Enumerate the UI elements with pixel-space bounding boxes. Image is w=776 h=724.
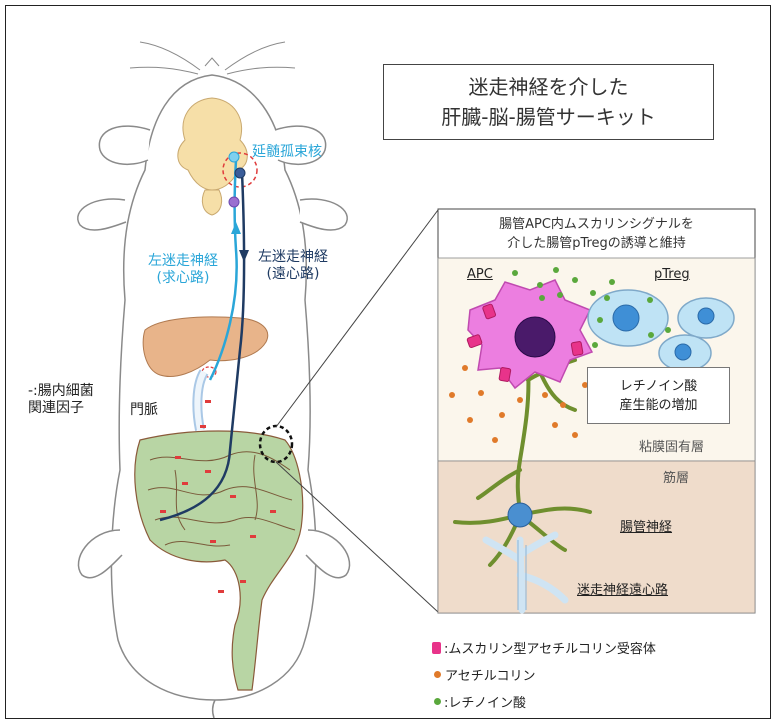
receptor-icon bbox=[432, 642, 441, 654]
apc-label: APC bbox=[467, 266, 493, 283]
title-line1: 迷走神経を介した bbox=[469, 72, 629, 102]
afferent-label: 左迷走神経 (求心路) bbox=[148, 253, 218, 287]
retinoic-line1: レチノイン酸 bbox=[620, 377, 698, 396]
retinoic-acid-dot-icon bbox=[434, 698, 441, 705]
enteric-nerve-label: 腸管神経 bbox=[620, 519, 672, 536]
muscle-layer-label: 筋層 bbox=[663, 470, 689, 487]
whiskers bbox=[130, 42, 295, 74]
panel-title-line2: 介した腸管pTregの誘導と維持 bbox=[507, 234, 686, 253]
nucleus-label: 延髄孤束核 bbox=[252, 144, 322, 161]
ptreg-label: pTreg bbox=[654, 266, 690, 283]
title-box: 迷走神経を介した 肝臓-脳-腸管サーキット bbox=[383, 64, 714, 140]
retinoic-acid-box: レチノイン酸 産生能の増加 bbox=[587, 367, 730, 424]
title-line2: 肝臓-脳-腸管サーキット bbox=[441, 102, 655, 132]
retinoic-line2: 産生能の増加 bbox=[619, 396, 697, 415]
lamina-propria-label: 粘膜固有層 bbox=[639, 439, 704, 456]
legend-retinoic-text: :レチノイン酸 bbox=[444, 692, 526, 711]
legend-receptor-text: :ムスカリン型アセチルコリン受容体 bbox=[444, 638, 656, 657]
acetylcholine-dot-icon bbox=[434, 671, 441, 678]
panel-title: 腸管APC内ムスカリンシグナルを 介した腸管pTregの誘導と維持 bbox=[438, 209, 755, 258]
legend-receptor: :ムスカリン型アセチルコリン受容体 bbox=[432, 638, 656, 657]
bacteria-label: -:腸内細菌 関連因子 bbox=[28, 383, 94, 417]
legend-acetylcholine-text: アセチルコリン bbox=[445, 665, 535, 684]
panel-title-line1: 腸管APC内ムスカリンシグナルを bbox=[499, 215, 694, 234]
legend-retinoic-acid: :レチノイン酸 bbox=[432, 692, 526, 711]
efferent-label: 左迷走神経 (遠心路) bbox=[258, 249, 328, 283]
legend-acetylcholine: アセチルコリン bbox=[432, 665, 535, 684]
portal-vein-label: 門脈 bbox=[130, 402, 158, 419]
neuron-nucleus bbox=[508, 503, 532, 527]
vagal-efferent-label: 迷走神経遠心路 bbox=[577, 582, 668, 599]
